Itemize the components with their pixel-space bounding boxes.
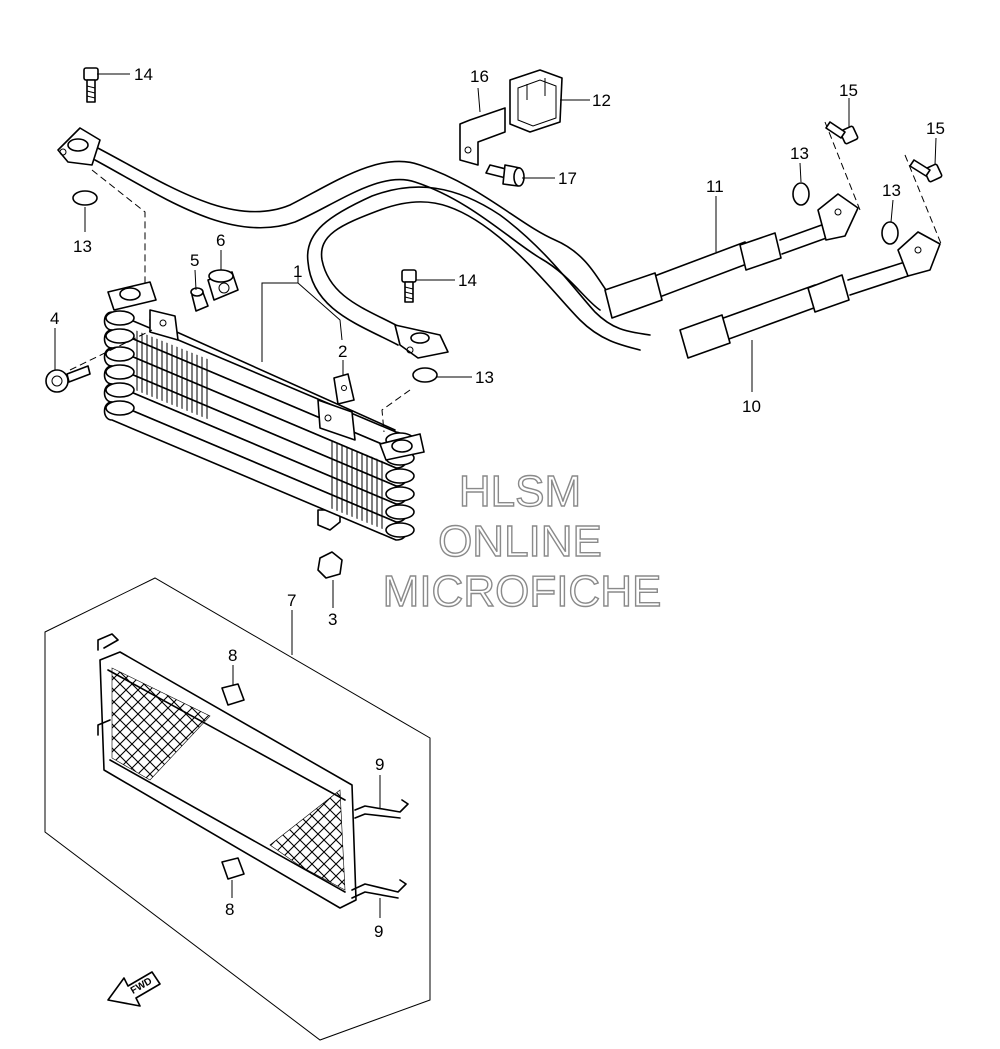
label-part-14-a: 14	[134, 65, 153, 84]
bolt-4[interactable]	[45, 365, 91, 393]
label-part-9-a: 9	[375, 755, 384, 774]
bolt-17[interactable]	[485, 164, 525, 187]
label-part-15-b: 15	[926, 119, 945, 138]
oil-cooler[interactable]	[103, 281, 425, 541]
clip-9-upper[interactable]	[354, 799, 409, 819]
label-part-1: 1	[293, 262, 302, 281]
fwd-arrow-icon: FWD	[107, 971, 161, 1007]
collar-5[interactable]	[190, 287, 209, 312]
oil-hose-11[interactable]	[604, 193, 859, 319]
label-part-11: 11	[706, 177, 724, 196]
label-part-7: 7	[287, 591, 296, 610]
cushion-8-upper[interactable]	[221, 683, 245, 706]
oil-hose-upper[interactable]	[57, 127, 611, 311]
label-part-8-b: 8	[225, 900, 234, 919]
label-part-13-d: 13	[73, 237, 92, 256]
label-part-15-a: 15	[839, 81, 858, 100]
oil-hose-10[interactable]	[679, 231, 941, 359]
o-ring-13-right-a[interactable]	[792, 182, 810, 206]
oil-hose-lower[interactable]	[306, 186, 651, 359]
clip-3[interactable]	[317, 551, 343, 579]
o-ring-13-right-b[interactable]	[881, 221, 899, 245]
clamp-12[interactable]	[509, 69, 563, 133]
cooler-end-tank-left	[105, 310, 135, 416]
label-part-6: 6	[216, 231, 225, 250]
label-part-17: 17	[558, 169, 577, 188]
bracket-16[interactable]	[459, 107, 506, 166]
label-part-4: 4	[50, 309, 59, 328]
cooler-cover-7[interactable]	[44, 577, 431, 1041]
clip-9-lower[interactable]	[351, 879, 407, 899]
label-part-13-c: 13	[475, 368, 494, 387]
label-part-8-a: 8	[228, 646, 237, 665]
watermark: HLSM ONLINE MICROFICHE	[382, 466, 662, 616]
bolt-15-b[interactable]	[909, 159, 943, 183]
leader-lines	[54, 73, 937, 918]
watermark-line-2: ONLINE	[438, 517, 602, 566]
label-part-3: 3	[328, 610, 337, 629]
bolt-15-a[interactable]	[825, 121, 859, 145]
label-part-5: 5	[190, 251, 199, 270]
bolt-14-upper[interactable]	[83, 67, 99, 103]
clip-2[interactable]	[333, 373, 355, 405]
o-ring-13-left[interactable]	[72, 190, 98, 206]
label-part-13-a: 13	[790, 144, 809, 163]
label-part-16: 16	[470, 67, 489, 86]
label-part-14-b: 14	[458, 271, 477, 290]
cushion-8-lower[interactable]	[221, 857, 245, 880]
label-part-13-b: 13	[882, 181, 901, 200]
label-part-10: 10	[742, 397, 761, 416]
watermark-line-1: HLSM	[459, 467, 581, 516]
watermark-line-3: MICROFICHE	[383, 567, 662, 616]
label-part-2: 2	[338, 342, 347, 361]
label-part-9-b: 9	[374, 922, 383, 941]
label-part-12: 12	[592, 91, 611, 110]
grommet-6[interactable]	[207, 269, 239, 301]
o-ring-13-center[interactable]	[412, 367, 438, 383]
bolt-14-lower[interactable]	[401, 269, 417, 303]
